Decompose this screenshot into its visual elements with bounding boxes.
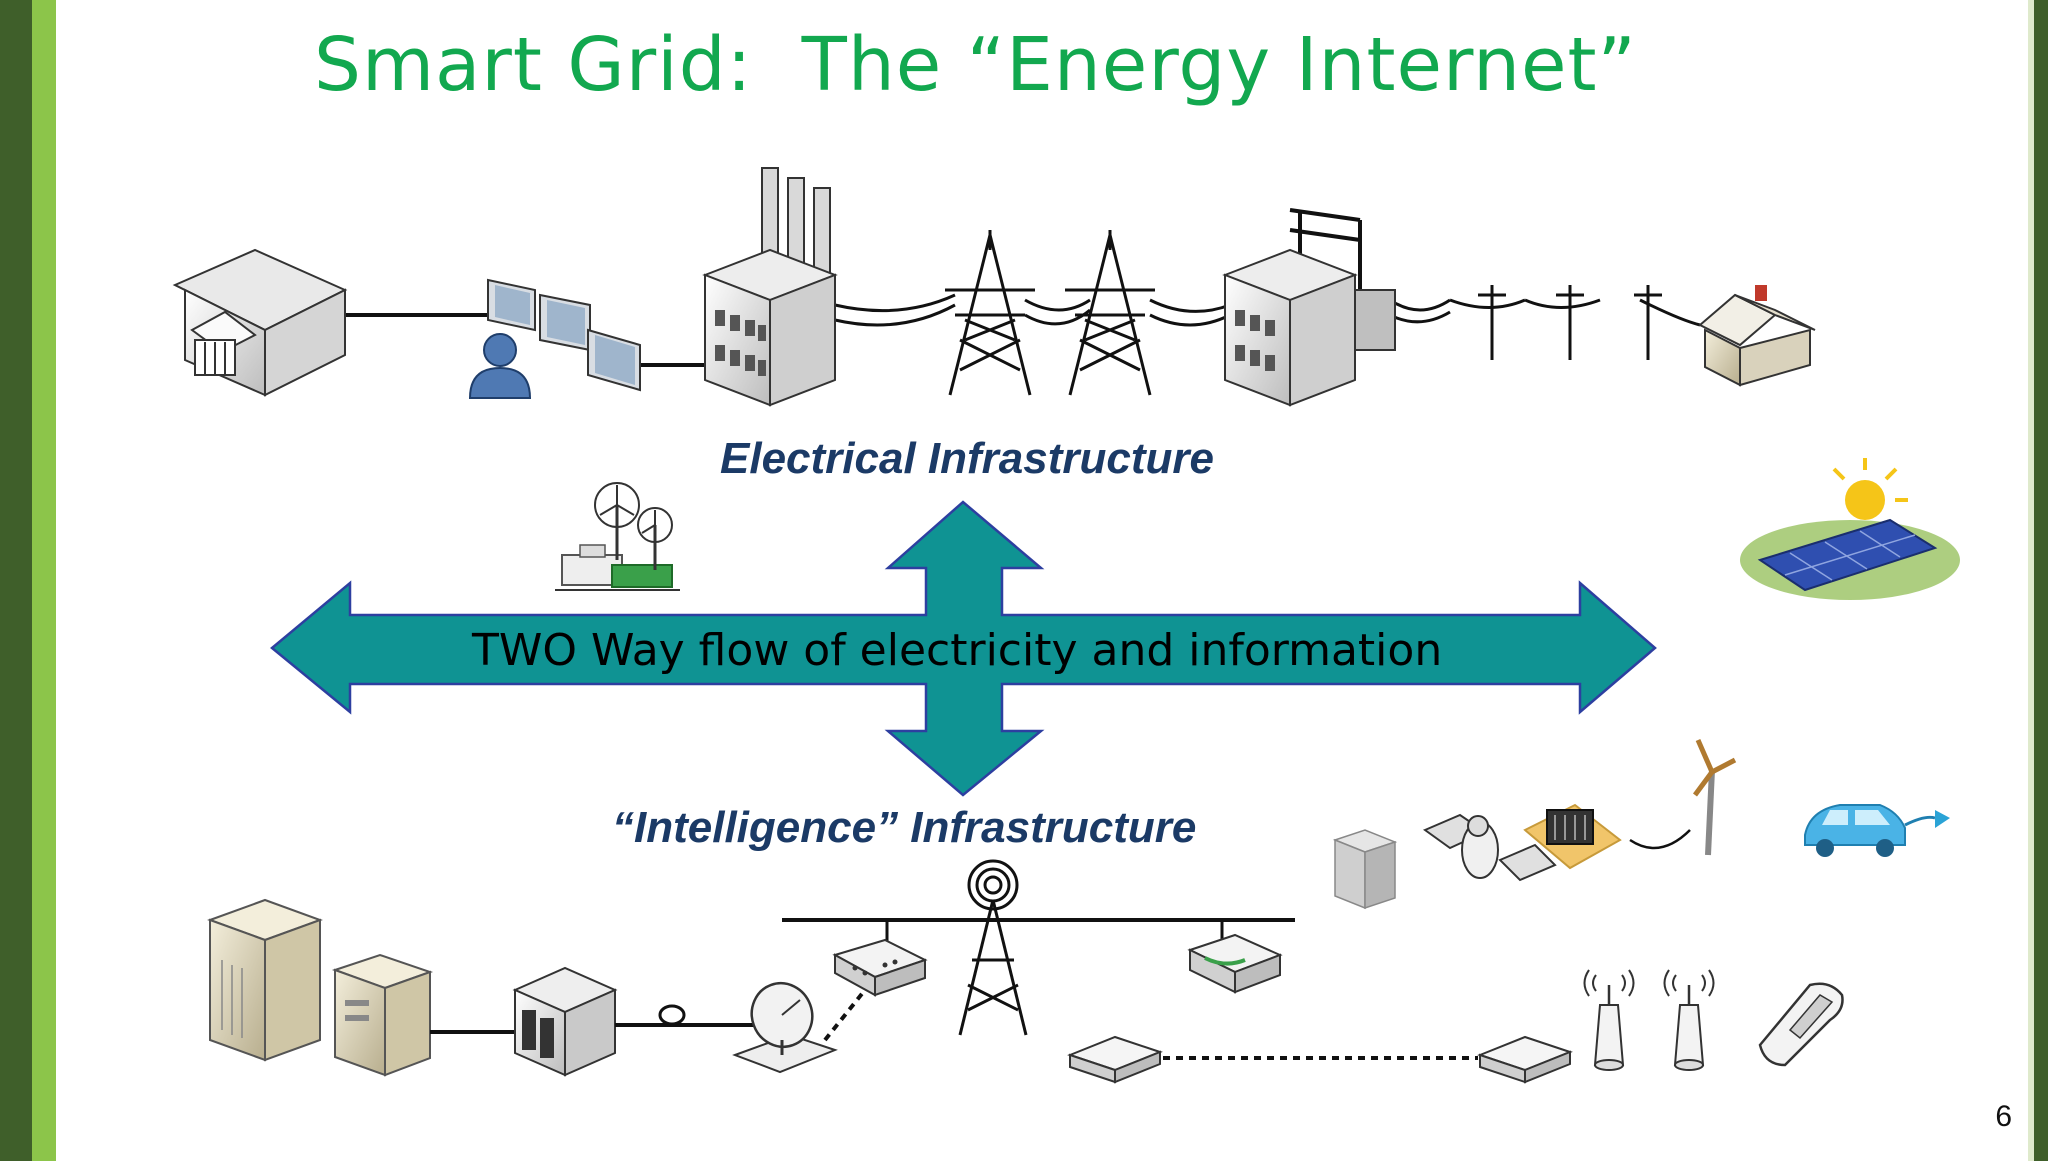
utility-pole-icon [1478, 285, 1506, 360]
router-icon [1187, 933, 1283, 994]
wind-farm-icon [555, 482, 680, 591]
utility-pole-icon [1634, 285, 1662, 360]
server-icon [207, 898, 323, 1062]
network-switch-icon [512, 966, 618, 1077]
operator-workstation-icon [468, 278, 641, 399]
two-way-flow-arrow [270, 500, 1657, 797]
transmission-tower-icon [1065, 230, 1155, 396]
electrical-infrastructure-label: Electrical Infrastructure [720, 434, 1214, 483]
radio-tower-icon [958, 859, 1028, 1036]
battery-storage-icon [1523, 803, 1691, 870]
solar-panel-icon [1740, 458, 1960, 600]
intelligence-infrastructure-label: “Intelligence” Infrastructure [612, 803, 1196, 852]
substation-icon [1222, 208, 1396, 407]
satellite-icon [1422, 813, 1557, 882]
bank-building-icon [172, 248, 348, 397]
transmission-wires [834, 293, 1701, 327]
satellite-dish-icon [732, 981, 838, 1074]
meter-cabinet-icon [1332, 829, 1398, 910]
left-accent-bar-dark [0, 0, 32, 1161]
wireless-antenna-icon [1583, 969, 1635, 1071]
cable-loop [658, 1004, 686, 1026]
transmission-tower-icon [945, 230, 1035, 396]
wireless-antenna-icon [1663, 969, 1715, 1071]
modem-icon [1477, 1035, 1573, 1084]
modem-icon [1067, 1035, 1163, 1084]
dish-dashed-link [823, 988, 867, 1042]
house-icon [1698, 285, 1816, 387]
right-accent-bar-light [2028, 0, 2034, 1161]
router-icon [832, 938, 928, 997]
left-accent-bar-light [32, 0, 56, 1161]
right-accent-bar-dark [2034, 0, 2048, 1161]
slide-title: Smart Grid: The “Energy Internet” [314, 22, 1637, 108]
page-number: 6 [1995, 1100, 2012, 1133]
server-icon [331, 953, 434, 1077]
electric-car-icon [1804, 804, 1950, 857]
mobile-phone-icon [1758, 982, 1844, 1067]
wind-turbine-icon [1692, 738, 1737, 856]
two-way-flow-text: TWO Way flow of electricity and informat… [471, 625, 1442, 676]
power-plant-icon [702, 167, 838, 407]
utility-pole-icon [1556, 285, 1584, 360]
